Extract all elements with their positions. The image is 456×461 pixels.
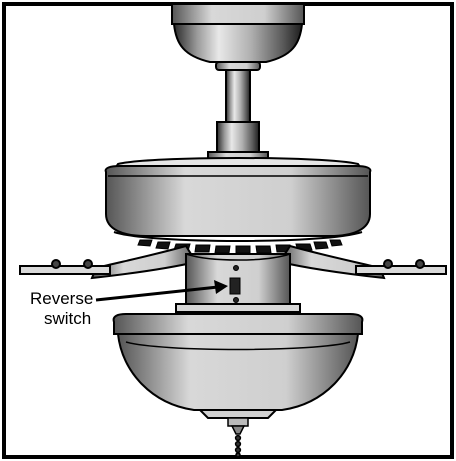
left-blade (19, 244, 198, 280)
switch-screw-bottom (233, 297, 239, 303)
light-kit-bowl (112, 313, 364, 419)
reverse-switch (229, 277, 241, 295)
callout-label-line1: Reverse (30, 289, 93, 308)
ceiling-canopy (171, 3, 305, 71)
switch-screw-top (233, 265, 239, 271)
right-blade (278, 244, 447, 280)
downrod (207, 69, 269, 161)
finial-pull-chain (227, 417, 249, 458)
callout-arrow (95, 280, 228, 302)
callout-label-line2: switch (44, 309, 91, 328)
motor-housing (104, 157, 372, 242)
